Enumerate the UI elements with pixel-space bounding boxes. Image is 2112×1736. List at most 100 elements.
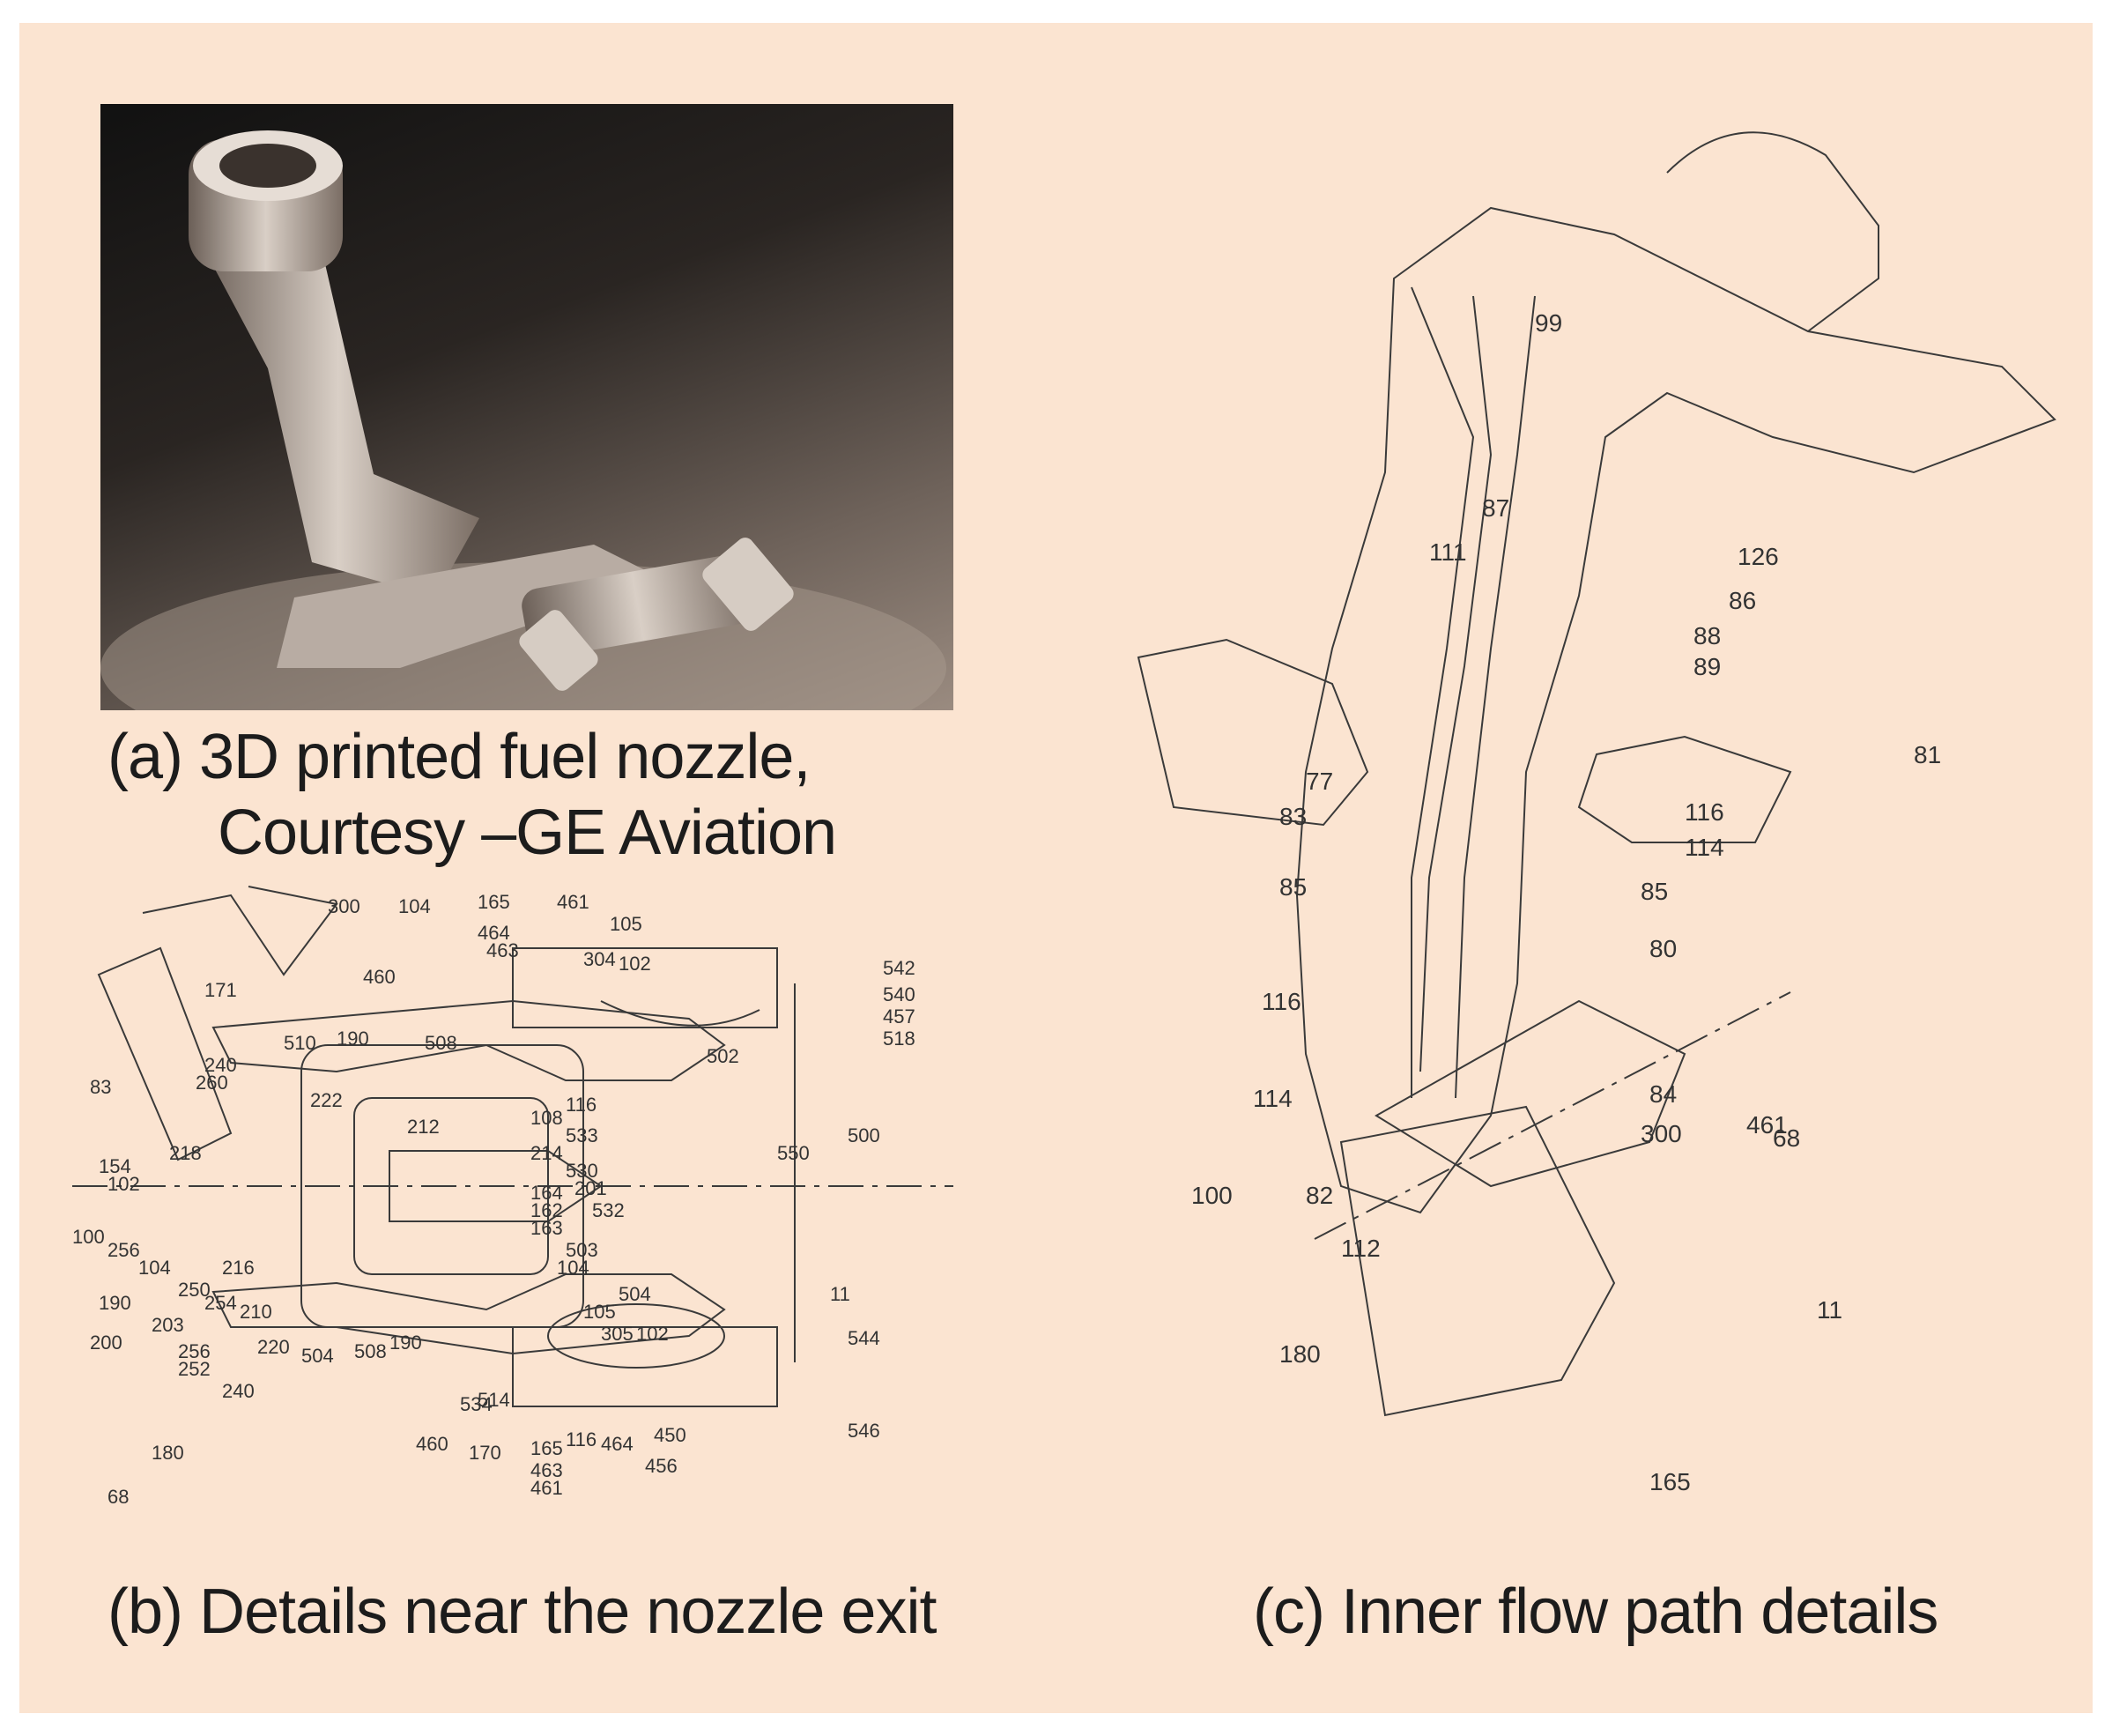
callout-label: 116: [566, 1094, 597, 1116]
inner-flow-path-outline: [1137, 131, 2056, 1417]
callout-label: 163: [530, 1217, 563, 1239]
callout-label: 218: [169, 1142, 202, 1164]
callout-label: 99: [1535, 309, 1562, 337]
callout-label: 180: [1279, 1340, 1321, 1368]
callout-label: 102: [636, 1323, 669, 1345]
callout-label: 77: [1306, 768, 1333, 795]
callout-label: 464: [478, 922, 510, 944]
callout-label: 461: [530, 1477, 563, 1499]
callout-label: 100: [72, 1226, 105, 1248]
fuel-nozzle-photo: [100, 104, 953, 710]
callout-label: 300: [328, 895, 360, 917]
callout-label: 460: [363, 966, 396, 988]
callout-label: 514: [478, 1389, 510, 1411]
callout-label: 83: [90, 1076, 111, 1098]
callout-label: 212: [407, 1116, 440, 1138]
callout-label: 112: [1341, 1235, 1381, 1262]
callout-label: 461: [557, 891, 589, 913]
callout-label: 250: [178, 1279, 211, 1301]
callout-label: 256: [107, 1239, 140, 1261]
callout-label: 203: [152, 1314, 184, 1336]
callout-label: 214: [530, 1142, 563, 1164]
callout-label: 164: [530, 1182, 563, 1204]
callout-label: 190: [389, 1332, 422, 1354]
callout-label: 81: [1914, 741, 1941, 768]
callout-label: 102: [619, 953, 651, 975]
callout-label: 457: [883, 1005, 915, 1028]
callout-label: 504: [301, 1345, 334, 1367]
callout-label: 464: [601, 1433, 634, 1455]
callout-label: 456: [645, 1455, 678, 1477]
callout-label: 504: [619, 1283, 651, 1305]
callout-label: 114: [1685, 834, 1724, 861]
callout-label: 104: [557, 1257, 589, 1279]
callout-label: 11: [830, 1283, 850, 1305]
figure-panel: (a) 3D printed fuel nozzle, Courtesy –GE…: [19, 23, 2093, 1713]
callout-label: 540: [883, 983, 915, 1005]
callout-label: 550: [777, 1142, 810, 1164]
callout-label: 532: [592, 1199, 625, 1221]
callout-label: 165: [478, 891, 510, 913]
callout-label: 463: [530, 1459, 563, 1481]
callout-label: 500: [848, 1124, 880, 1146]
callout-label: 260: [196, 1072, 228, 1094]
caption-b: (b) Details near the nozzle exit: [107, 1576, 937, 1647]
callout-label: 300: [1641, 1120, 1682, 1147]
callout-label: 165: [530, 1437, 563, 1459]
callout-label: 254: [204, 1292, 237, 1314]
callout-label: 534: [460, 1393, 493, 1415]
callout-label: 68: [1773, 1124, 1800, 1152]
callout-label: 305: [601, 1323, 634, 1345]
callout-label: 162: [530, 1199, 563, 1221]
callout-label: 111: [1429, 538, 1467, 566]
callout-label: 85: [1279, 873, 1307, 901]
callout-label: 508: [354, 1340, 387, 1362]
callout-label: 503: [566, 1239, 598, 1261]
callout-label: 82: [1306, 1182, 1333, 1209]
callout-label: 210: [240, 1301, 272, 1323]
callout-label: 240: [204, 1054, 237, 1076]
callout-label: 222: [310, 1089, 343, 1111]
callout-label: 533: [566, 1124, 598, 1146]
callout-label: 544: [848, 1327, 880, 1349]
callout-label: 171: [204, 979, 237, 1001]
callout-label: 518: [883, 1028, 915, 1050]
callout-label: 460: [416, 1433, 448, 1455]
callout-label: 240: [222, 1380, 255, 1402]
callout-label: 126: [1738, 543, 1779, 570]
callout-label: 104: [398, 895, 431, 917]
callout-label: 256: [178, 1340, 211, 1362]
callout-label: 102: [107, 1173, 140, 1195]
callout-label: 85: [1641, 878, 1668, 905]
callout-label: 304: [583, 948, 616, 970]
callout-label: 154: [99, 1155, 131, 1177]
callout-label: 170: [469, 1442, 501, 1464]
caption-c: (c) Inner flow path details: [1253, 1576, 1938, 1647]
callout-label: 80: [1649, 935, 1677, 962]
callout-label: 87: [1482, 494, 1509, 522]
callout-label: 105: [583, 1301, 616, 1323]
callout-label: 84: [1649, 1080, 1677, 1108]
callout-label: 116: [566, 1428, 597, 1450]
callout-label: 180: [152, 1442, 184, 1464]
callout-label: 450: [654, 1424, 686, 1446]
callout-label: 83: [1279, 803, 1307, 830]
callout-label: 116: [1262, 988, 1301, 1015]
callout-label: 190: [337, 1028, 369, 1050]
callout-label: 86: [1729, 587, 1756, 614]
callout-label: 11: [1817, 1296, 1842, 1324]
callout-label: 88: [1693, 622, 1721, 649]
callout-label: 252: [178, 1358, 211, 1380]
callout-label: 502: [707, 1045, 739, 1067]
callout-label: 105: [610, 913, 642, 935]
callout-label: 201: [574, 1177, 607, 1199]
callout-label: 510: [284, 1032, 316, 1054]
callout-label: 100: [1191, 1182, 1233, 1209]
callout-label: 190: [99, 1292, 131, 1314]
callout-label: 114: [1253, 1085, 1293, 1112]
callout-label: 463: [486, 939, 519, 961]
callout-label: 108: [530, 1107, 563, 1129]
